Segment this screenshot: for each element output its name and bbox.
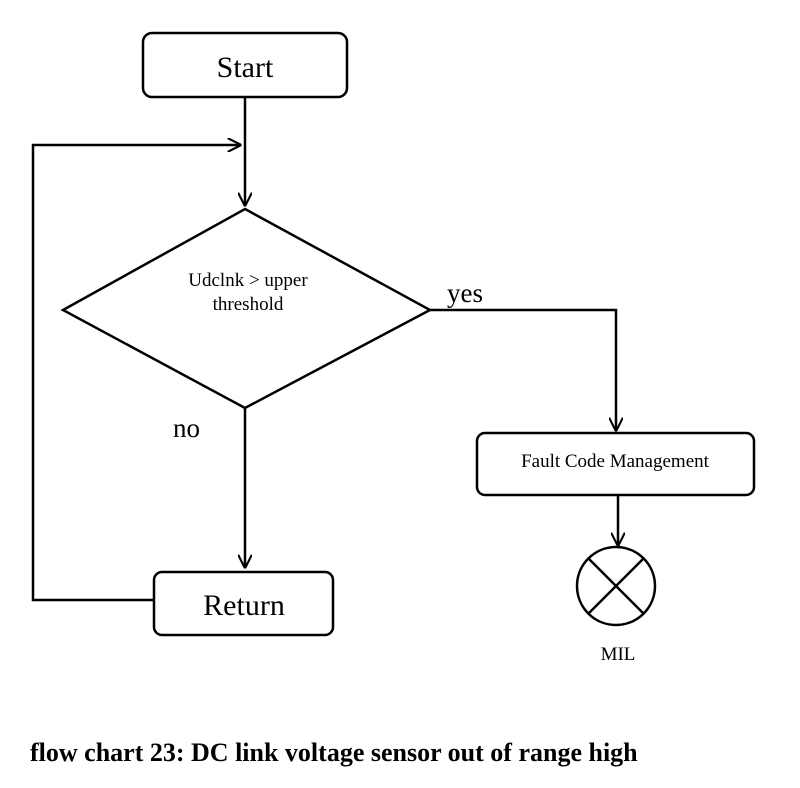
yes-label: yes — [447, 278, 483, 308]
loop-back-line — [31, 145, 240, 602]
fault-code-node: Fault Code Management — [475, 431, 756, 497]
return-label: Return — [203, 589, 285, 622]
figure-caption: flow chart 23: DC link voltage sensor ou… — [30, 738, 638, 767]
mil-lamp-icon — [575, 545, 657, 627]
return-node: Return — [152, 570, 335, 637]
decision-label-line2: threshold — [213, 294, 284, 315]
mil-label: MIL — [601, 644, 636, 665]
fault-code-label: Fault Code Management — [521, 451, 710, 472]
start-label: Start — [217, 51, 274, 84]
arrow-yes-branch — [430, 308, 616, 430]
decision-label-line1: Udclnk > upper — [188, 270, 308, 291]
decision-node: Udclnk > upper threshold — [60, 207, 433, 410]
start-node: Start — [141, 31, 349, 99]
no-label: no — [173, 413, 200, 443]
